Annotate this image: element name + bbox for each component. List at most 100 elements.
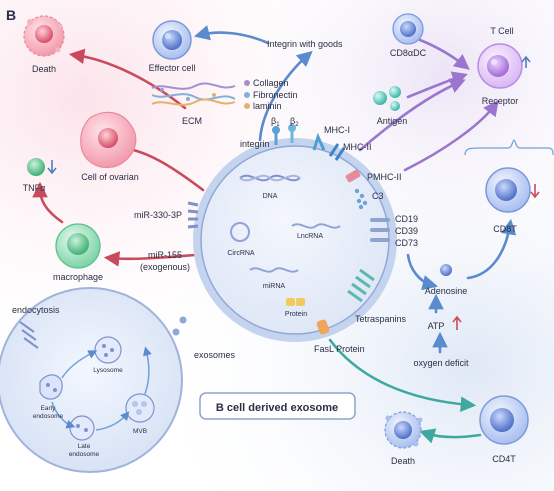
adenosine-label: Adenosine bbox=[425, 286, 468, 296]
protein-icon bbox=[286, 298, 305, 306]
mir155-label: miR-155 bbox=[148, 250, 182, 260]
lysosome bbox=[94, 336, 122, 364]
fibronectin-swatch bbox=[244, 92, 250, 98]
macrophage-cell bbox=[55, 223, 101, 269]
integrin-beta1-marker bbox=[272, 126, 280, 145]
arrow-integrin-up bbox=[258, 50, 313, 142]
t-cell-label: T Cell bbox=[490, 26, 513, 36]
exosome-membrane-inner bbox=[200, 145, 390, 335]
protein-label: Protein bbox=[285, 311, 307, 318]
antigen-label: Antigen bbox=[377, 116, 408, 126]
mir155-sub-label: (exogenous) bbox=[140, 262, 190, 272]
arrow-pmhc-to-receptor bbox=[403, 100, 499, 172]
mir330-label: miR-330-3P bbox=[134, 210, 182, 220]
c3-label: C3 bbox=[372, 191, 384, 201]
c3-marker bbox=[354, 188, 368, 210]
arrow-macrophage-to-tnfa bbox=[32, 181, 64, 224]
late-endosome bbox=[69, 415, 95, 441]
cd4t-label: CD4T bbox=[492, 454, 516, 464]
cd8t-down-icon bbox=[530, 184, 540, 199]
mvb-label: MVB bbox=[133, 428, 147, 435]
tetraspanins-label: Tetraspanins bbox=[355, 314, 407, 324]
endocytosis-inset bbox=[0, 287, 183, 473]
collagen-label: Collagen bbox=[253, 78, 289, 88]
early-endosome bbox=[39, 374, 63, 400]
tnfa-label: TNFα bbox=[23, 183, 46, 193]
cd8adc-label: CD8αDC bbox=[390, 48, 427, 58]
cd8t-cell bbox=[485, 167, 531, 213]
macrophage-label: macrophage bbox=[53, 272, 103, 282]
mirna-label: miRNA bbox=[263, 283, 285, 290]
early-endosome-label-2: endosome bbox=[33, 413, 64, 420]
cd8adc-cell bbox=[392, 13, 424, 45]
ovarian-cell bbox=[80, 111, 137, 169]
arrow-exosome-to-macrophage bbox=[103, 251, 197, 267]
arrow-adenosine-to-cd8t bbox=[466, 218, 517, 280]
pmhc2-label: PMHC-II bbox=[367, 172, 402, 182]
beta1-label: β1 bbox=[271, 116, 280, 128]
lncrna-label: LncRNA bbox=[297, 233, 323, 240]
arrow-mhc-to-tcell bbox=[358, 78, 466, 152]
cell-of-ovarian-label: Cell of ovarian bbox=[81, 172, 139, 182]
mhc2-label: MHC-II bbox=[343, 142, 372, 152]
integrin-goods-label: Integrin with goods bbox=[267, 39, 343, 49]
cd8t-bracket bbox=[464, 139, 554, 156]
mvb bbox=[125, 393, 155, 423]
late-endosome-label-2: endosome bbox=[69, 451, 100, 458]
adenosine-molecule bbox=[440, 264, 452, 276]
lysosome-label: Lysosome bbox=[93, 367, 123, 374]
atp-up-icon bbox=[452, 315, 462, 330]
ecm-label: ECM bbox=[182, 116, 202, 126]
arrow-integrin-to-effector bbox=[193, 25, 270, 45]
fasl-label: FasL Protein bbox=[314, 344, 365, 354]
death-label-bottom: Death bbox=[391, 456, 415, 466]
central-exosome bbox=[193, 138, 397, 342]
title-text: B cell derived exosome bbox=[216, 402, 338, 414]
oxygen-deficit-label: oxygen deficit bbox=[413, 358, 469, 368]
circrna-label: CircRNA bbox=[227, 250, 255, 257]
antigen-particles bbox=[373, 86, 401, 111]
laminin-label: laminin bbox=[253, 101, 282, 111]
arrow-cd8adc-to-tcell bbox=[418, 38, 470, 70]
fasl-protein-marker bbox=[316, 319, 330, 335]
arrow-ovarian-to-death bbox=[68, 48, 187, 110]
mhc2-marker bbox=[328, 143, 346, 161]
collagen-swatch bbox=[244, 80, 250, 86]
death-label-top: Death bbox=[32, 64, 56, 74]
arrow-fasl-to-cd4t bbox=[328, 338, 477, 412]
late-endosome-label-1: Late bbox=[78, 443, 91, 450]
left-membrane-markers bbox=[187, 201, 199, 229]
mirna-icon bbox=[249, 267, 299, 273]
beta2-label: β2 bbox=[290, 116, 299, 128]
cd4t-cell bbox=[479, 395, 529, 445]
lncrna-icon bbox=[291, 223, 341, 229]
mhc1-marker bbox=[312, 132, 326, 151]
effector-cell bbox=[152, 20, 192, 60]
membrane-markers bbox=[187, 124, 390, 335]
fibronectin-label: Fibronectin bbox=[253, 90, 298, 100]
cd19-label: CD19 bbox=[395, 214, 418, 224]
pmhc2-marker bbox=[345, 169, 361, 183]
ecm-fibers bbox=[151, 82, 236, 106]
t-cell bbox=[477, 43, 523, 89]
effector-cell-label: Effector cell bbox=[149, 63, 196, 73]
death-cell-bottom bbox=[384, 411, 423, 449]
integrin-beta2-marker bbox=[288, 124, 296, 143]
mhc1-label: MHC-I bbox=[324, 125, 350, 135]
cd19-cd39-cd73-markers bbox=[370, 218, 390, 242]
arrow-antigen-to-tcell bbox=[406, 71, 468, 99]
ecm-legend bbox=[244, 80, 250, 109]
t-cell-up-icon bbox=[521, 55, 531, 68]
cd73-label: CD73 bbox=[395, 238, 418, 248]
integrin-label: integrin bbox=[240, 139, 270, 149]
laminin-swatch bbox=[244, 103, 250, 109]
dna-icon bbox=[239, 174, 301, 182]
endocytosis-label: endocytosis bbox=[12, 305, 60, 315]
receptor-label: Receptor bbox=[482, 96, 519, 106]
title-box bbox=[199, 392, 356, 420]
exosomes-label: exosomes bbox=[194, 350, 236, 360]
tnfa-down-icon bbox=[47, 160, 57, 175]
cd8t-label: CD8T bbox=[493, 224, 517, 234]
panel-label: B bbox=[6, 7, 16, 23]
